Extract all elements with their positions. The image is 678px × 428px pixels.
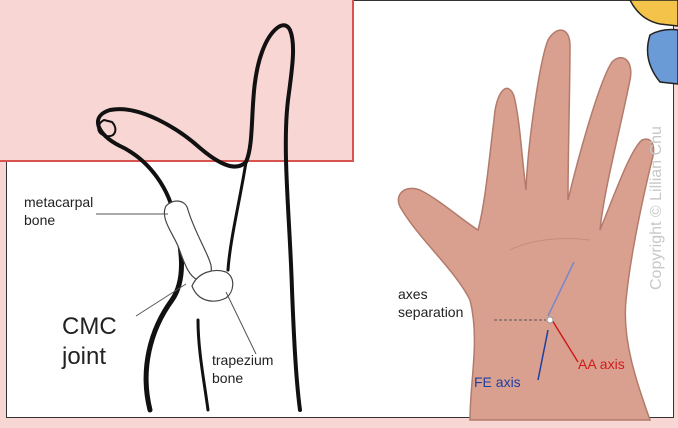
corner-blob-yellow — [630, 0, 678, 26]
metacarpal-label: metacarpal bone — [24, 194, 93, 229]
axes-separation-label: axes separation — [398, 286, 463, 321]
corner-blob-blue — [648, 30, 678, 84]
fe-axis-label: FE axis — [474, 374, 521, 392]
metacarpal-bone-shape — [164, 201, 211, 280]
aa-axis-label: AA axis — [578, 356, 625, 374]
copyright-watermark: Copyright © Lillian Chu — [648, 126, 666, 290]
trapezium-label: trapezium bone — [212, 352, 273, 387]
bones — [164, 201, 232, 301]
cmc-joint-label: CMC joint — [62, 312, 117, 372]
separation-point — [547, 317, 553, 323]
